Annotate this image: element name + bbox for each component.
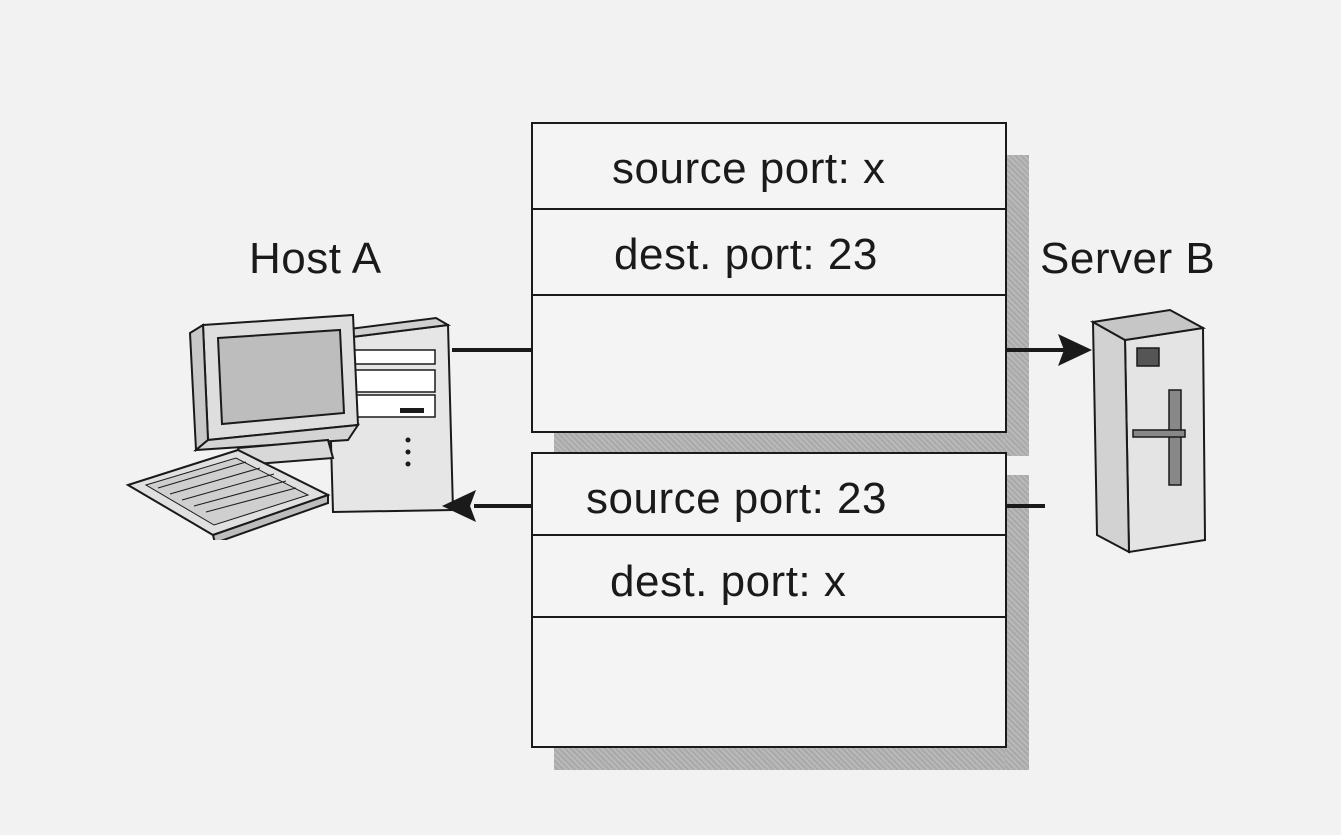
segment-out-divider-1 <box>533 208 1005 210</box>
reply-arrowhead <box>442 490 476 522</box>
segment-out-divider-2 <box>533 294 1005 296</box>
segment-out <box>531 122 1007 433</box>
desktop-computer-icon <box>125 313 455 540</box>
segment-in-shadow <box>554 744 1029 770</box>
segment-out-source-port: source port: x <box>612 144 886 193</box>
segment-in-dest-port: dest. port: x <box>610 557 847 606</box>
server-b-label: Server B <box>1040 234 1216 283</box>
segment-in-divider-2 <box>533 616 1005 618</box>
segment-in-source-port: source port: 23 <box>586 474 887 523</box>
segment-out-shadow <box>554 430 1029 456</box>
segment-out-dest-port: dest. port: 23 <box>614 230 878 279</box>
host-a-label: Host A <box>249 234 382 283</box>
segment-in-shadow-side <box>1005 475 1029 770</box>
request-arrowhead <box>1058 334 1092 366</box>
segment-in <box>531 452 1007 748</box>
segment-in-divider-1 <box>533 534 1005 536</box>
segment-out-shadow-side <box>1005 155 1029 455</box>
tower-server-icon <box>1089 308 1207 554</box>
